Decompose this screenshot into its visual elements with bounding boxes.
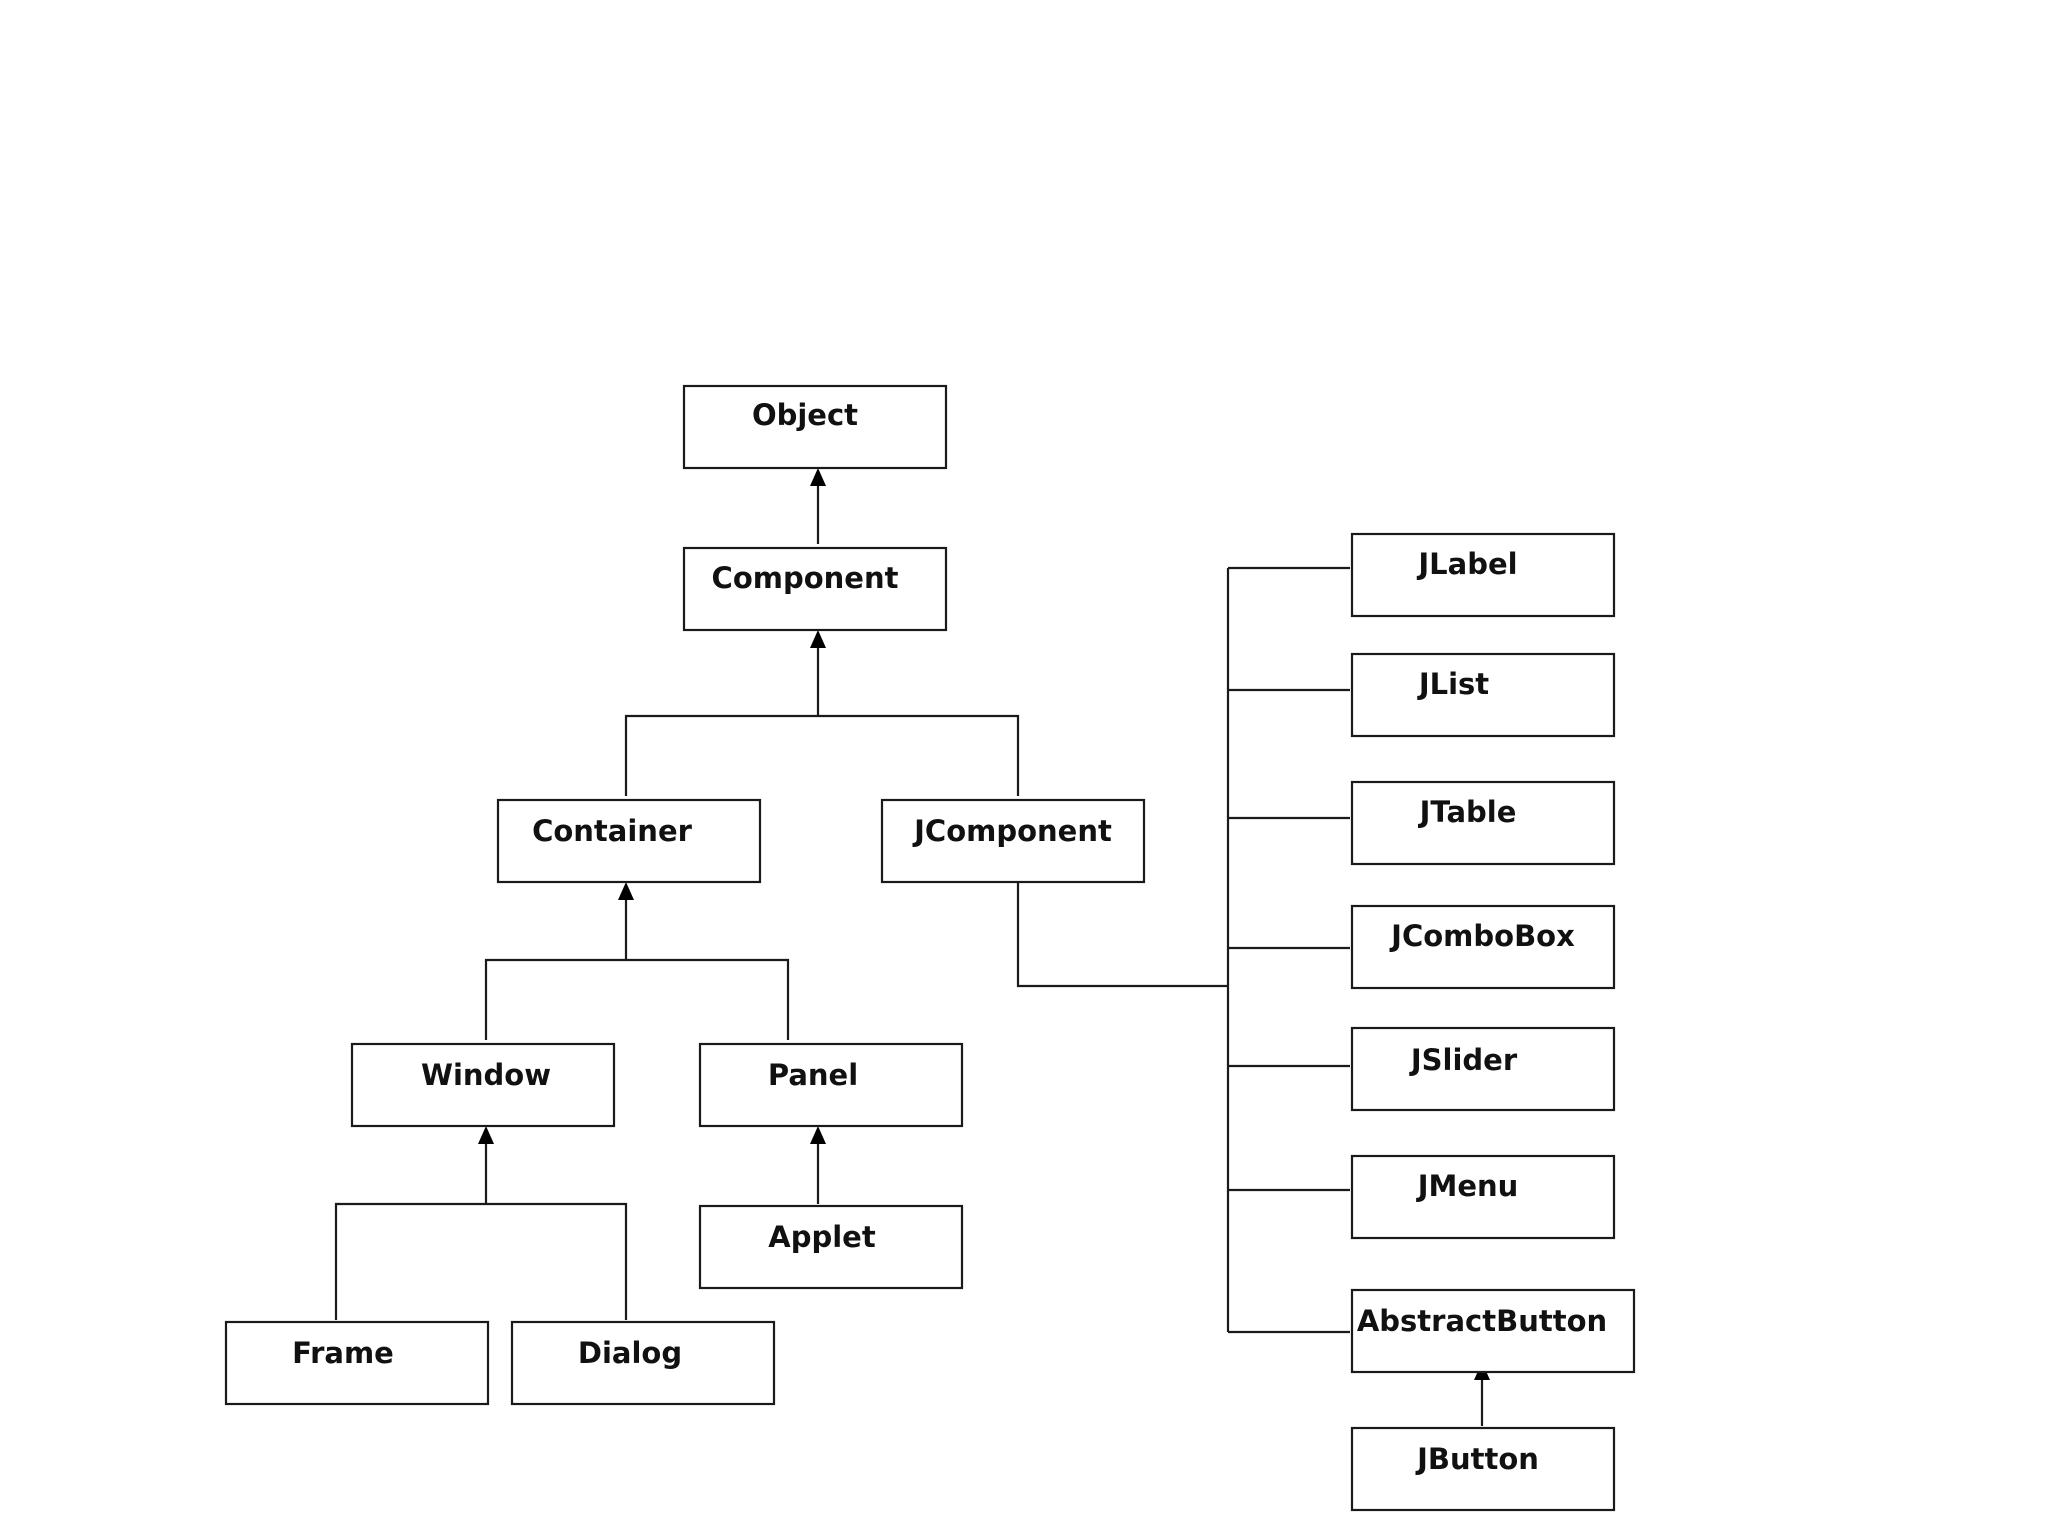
node-container-label: Container xyxy=(532,814,693,848)
node-panel-label: Panel xyxy=(768,1058,858,1092)
node-jcombobox: JComboBox xyxy=(1350,904,1616,990)
edge-jcomponent-component xyxy=(818,714,1020,796)
node-jlabel-label: JLabel xyxy=(1416,547,1517,581)
node-frame: Frame xyxy=(224,1320,490,1406)
node-component: Component xyxy=(682,546,948,632)
node-frame-label: Frame xyxy=(292,1336,394,1370)
node-jmenu-label: JMenu xyxy=(1416,1169,1519,1203)
node-jlabel: JLabel xyxy=(1350,532,1616,618)
arrowhead-panel xyxy=(810,1126,826,1144)
node-jtable-label: JTable xyxy=(1418,795,1517,829)
edge-window-container xyxy=(484,958,626,1040)
node-jcomponent-label: JComponent xyxy=(912,814,1112,848)
connectors xyxy=(334,468,1490,1426)
node-applet: Applet xyxy=(698,1204,964,1290)
arrowhead-object xyxy=(810,468,826,486)
node-jslider-label: JSlider xyxy=(1409,1043,1518,1077)
edge-jcomponent-bus xyxy=(1016,882,1228,988)
node-component-label: Component xyxy=(712,561,899,595)
node-jslider: JSlider xyxy=(1350,1026,1616,1112)
node-jbutton: JButton xyxy=(1350,1426,1616,1512)
node-abstractbutton: AbstractButton xyxy=(1350,1288,1636,1374)
node-container: Container xyxy=(496,798,762,884)
node-abstractbutton-label: AbstractButton xyxy=(1357,1304,1607,1338)
node-applet-label: Applet xyxy=(768,1220,876,1254)
node-panel: Panel xyxy=(698,1042,964,1128)
node-window: Window xyxy=(350,1042,616,1128)
node-jcomponent: JComponent xyxy=(880,798,1146,884)
node-jlist-label: JList xyxy=(1417,667,1489,701)
edge-frame-window xyxy=(334,1202,486,1320)
arrowhead-window xyxy=(478,1126,494,1144)
edge-container-component xyxy=(624,714,818,796)
node-jbutton-label: JButton xyxy=(1415,1442,1539,1476)
node-object: Object xyxy=(682,384,948,470)
node-dialog: Dialog xyxy=(510,1320,776,1406)
edge-panel-container xyxy=(626,958,790,1040)
node-dialog-label: Dialog xyxy=(578,1336,682,1370)
arrowhead-component xyxy=(810,630,826,648)
edge-dialog-window xyxy=(486,1202,628,1320)
node-window-label: Window xyxy=(421,1058,551,1092)
node-jtable: JTable xyxy=(1350,780,1616,866)
node-jmenu: JMenu xyxy=(1350,1154,1616,1240)
node-jlist: JList xyxy=(1350,652,1616,738)
node-jcombobox-label: JComboBox xyxy=(1389,919,1575,953)
node-object-label: Object xyxy=(752,398,858,432)
arrowhead-container xyxy=(618,882,634,900)
